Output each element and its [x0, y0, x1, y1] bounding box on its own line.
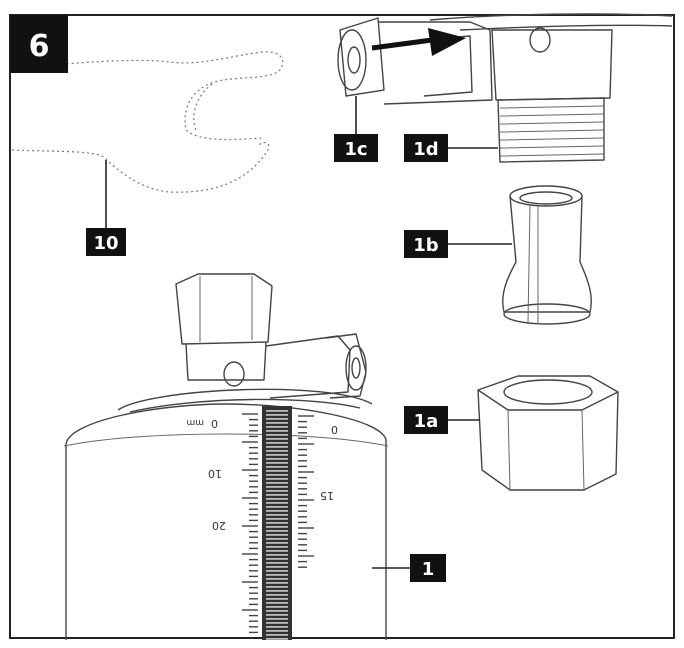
stripe-slot — [266, 554, 288, 556]
label-1: 1 — [410, 554, 446, 582]
stripe-slot — [266, 482, 288, 484]
stripe-slot — [266, 490, 288, 492]
stripe-slot — [266, 630, 288, 632]
label-10-text: 10 — [93, 233, 118, 254]
stripe-slot — [266, 578, 288, 580]
stripe-slot — [266, 594, 288, 596]
stripe-slot — [266, 454, 288, 456]
stripe-slot — [266, 590, 288, 592]
stripe-slot — [266, 494, 288, 496]
stripe-slot — [266, 638, 288, 640]
figure-frame — [9, 14, 675, 639]
filter-body — [63, 273, 389, 640]
stripe-slot — [266, 614, 288, 616]
stripe-slot — [266, 478, 288, 480]
stripe-slot — [266, 542, 288, 544]
stripe-slot — [266, 466, 288, 468]
stripe-slot — [266, 538, 288, 540]
stripe-slot — [266, 546, 288, 548]
stripe-slot — [266, 586, 288, 588]
label-10: 10 — [86, 228, 126, 256]
stripe-slot — [266, 566, 288, 568]
stripe-slot — [266, 526, 288, 528]
label-1c: 1c — [334, 134, 378, 162]
sleeve-1b — [446, 185, 592, 325]
label-1b: 1b — [404, 230, 448, 258]
stripe-slot — [266, 598, 288, 600]
stripe-slot — [266, 506, 288, 508]
scale-right-0: 0 — [331, 423, 338, 436]
scale-right: 0 15 — [320, 423, 338, 502]
stripe-slot — [266, 618, 288, 620]
fitting-1c-1d — [337, 13, 673, 163]
stripe-slot — [266, 514, 288, 516]
scale-ticks — [242, 410, 314, 640]
stripe-slot — [266, 522, 288, 524]
step-number: 6 — [29, 29, 50, 64]
label-1b-text: 1b — [413, 235, 439, 256]
stripe-slot — [266, 606, 288, 608]
stripe-slot — [266, 634, 288, 636]
stripe-slot — [266, 574, 288, 576]
stripe-slot — [266, 414, 288, 416]
stripe-slot — [266, 422, 288, 424]
stripe-slot — [266, 434, 288, 436]
label-1a-text: 1a — [414, 411, 439, 432]
thread-1d — [497, 97, 605, 163]
stripe-slot — [266, 462, 288, 464]
scale-left-10: 10 — [208, 467, 222, 480]
stripe-slot — [266, 602, 288, 604]
stripe-slot — [266, 450, 288, 452]
stripe-slot — [266, 430, 288, 432]
stripe-slot — [266, 534, 288, 536]
stripe-slot — [266, 442, 288, 444]
label-1d-text: 1d — [413, 139, 438, 160]
label-1a: 1a — [404, 406, 448, 434]
scale-right-15: 15 — [320, 489, 334, 502]
stripe-slot — [266, 610, 288, 612]
step-badge: 6 — [10, 15, 68, 73]
stripe-slot — [266, 474, 288, 476]
stripe-slot — [266, 626, 288, 628]
stripe-slot — [266, 502, 288, 504]
scale-left: 0 10 20 mm — [186, 417, 226, 532]
stripe-slot — [266, 510, 288, 512]
label-1c-text: 1c — [344, 139, 367, 160]
wrench-icon — [11, 51, 284, 230]
stripe-slot — [266, 438, 288, 440]
stripe-slot — [266, 446, 288, 448]
stripe-slot — [266, 470, 288, 472]
stripe-slot — [266, 410, 288, 412]
stripe-slot — [266, 550, 288, 552]
stripe-slot — [266, 530, 288, 532]
stripe-slot — [266, 458, 288, 460]
stripe-slot — [266, 558, 288, 560]
label-1d: 1d — [404, 134, 448, 162]
scale-left-20: 20 — [212, 519, 226, 532]
stripe-slot — [266, 426, 288, 428]
stripe-slot — [266, 570, 288, 572]
scale-unit-mm: mm — [186, 417, 204, 427]
stripe-slot — [266, 418, 288, 420]
scale-left-0: 0 — [211, 417, 218, 430]
nut-1a — [446, 375, 619, 491]
label-1-text: 1 — [422, 559, 435, 580]
stripe-slot — [266, 498, 288, 500]
stripe-slot — [266, 486, 288, 488]
stripe-slot — [266, 582, 288, 584]
stripe-slot — [266, 622, 288, 624]
arrow-right-icon — [371, 28, 466, 56]
stripe-slot — [266, 518, 288, 520]
stripe-slot — [266, 562, 288, 564]
